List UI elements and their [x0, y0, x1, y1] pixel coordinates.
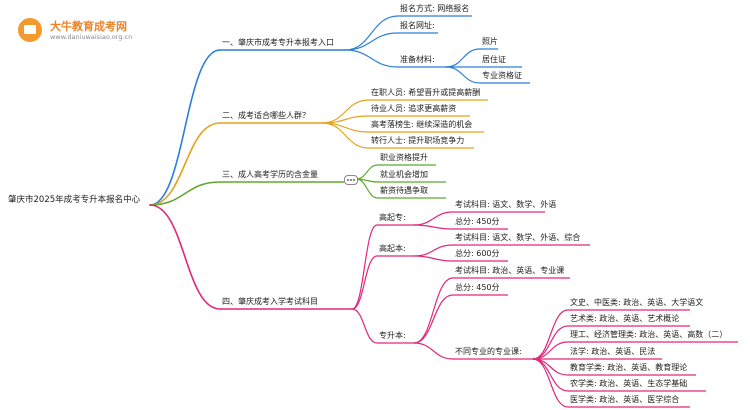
major-law: 法学: 政治、英语、民法 — [570, 347, 656, 356]
zhuanshengben-label: 专升本: — [379, 331, 406, 340]
zhuanshengben-subjects: 考试科目: 政治、英语、专业课 — [455, 266, 565, 275]
connector-44 — [413, 244, 454, 257]
major-arts-chinese-medicine: 文史、中医类: 政治、英语、大学语文 — [570, 298, 704, 307]
connector-0 — [149, 49, 221, 206]
major-agriculture: 农学类: 政治、英语、生态学基础 — [570, 379, 688, 388]
connector-12 — [344, 49, 399, 68]
connector-10 — [344, 32, 399, 51]
connector-38 — [351, 308, 378, 344]
root-topic: 肇庆市2025年成考专升本报名中心 — [8, 195, 141, 205]
connector-48 — [413, 277, 454, 344]
branch-2-item-4: 转行人士: 提升职场竞争力 — [371, 136, 465, 145]
connector-14 — [445, 48, 481, 68]
connector-46 — [413, 255, 454, 262]
collapse-dots-icon — [344, 175, 358, 185]
connector-52 — [413, 342, 454, 360]
branch-3-item-2: 就业机会增加 — [380, 170, 428, 179]
gaoqizhuan-label: 高起专: — [379, 213, 406, 222]
branch-3-label: 三、成人高考学历的含金量 — [222, 170, 318, 179]
connector-18 — [445, 66, 481, 84]
connector-26 — [321, 122, 370, 149]
material-photo: 照片 — [482, 37, 498, 46]
major-education: 教育学类: 政治、英语、教育理论 — [570, 363, 688, 372]
branch-2-item-1: 在职人员: 希望晋升或提高薪酬 — [371, 88, 481, 97]
logo-url: www.daniuwaisiao.org.cn — [50, 33, 133, 41]
branch-4-label: 四、肇庆成考入学考试科目 — [222, 297, 318, 306]
branch-2-label: 二、成考适合哪些人群？ — [222, 111, 310, 120]
connector-40 — [413, 211, 454, 226]
branch-1-item-3: 准备材料: — [400, 55, 435, 64]
connector-34 — [351, 224, 378, 310]
book-icon — [24, 25, 36, 34]
material-residence-permit: 居住证 — [482, 55, 506, 64]
connector-4 — [149, 181, 221, 206]
material-qualification-cert: 专业资格证 — [482, 71, 522, 80]
branch-1-item-1: 报名方式: 网络报名 — [400, 4, 470, 13]
site-logo: 大牛教育成考网 www.daniuwaisiao.org.cn — [12, 14, 192, 48]
zhuanshengben-total: 总分: 450分 — [455, 283, 500, 292]
major-art: 艺术类: 政治、英语、艺术概论 — [570, 314, 680, 323]
branch-2-item-3: 高考落榜生: 继续深造的机会 — [371, 120, 473, 129]
connector-54 — [532, 309, 569, 360]
gaoqiben-label: 高起本: — [379, 244, 406, 253]
connector-58 — [532, 341, 569, 360]
branch-2-item-2: 待业人员: 追求更高薪资 — [371, 104, 457, 113]
connector-28 — [355, 164, 379, 180]
connector-36 — [351, 255, 378, 310]
major-courses-label: 不同专业的专业课: — [455, 347, 522, 356]
branch-1-item-2: 报名网址: — [400, 21, 435, 30]
gaoqizhuan-total: 总分: 450分 — [455, 217, 500, 226]
gaoqiben-subjects: 考试科目: 语文、数学、外语、综合 — [455, 233, 581, 242]
major-science-econ: 理工、经济管理类: 政治、英语、高数（二） — [570, 330, 728, 339]
connector-2 — [149, 122, 221, 206]
connector-32 — [355, 178, 379, 199]
connector-66 — [532, 358, 569, 408]
connector-6 — [149, 204, 221, 310]
gaoqizhuan-subjects: 考试科目: 语文、数学、外语 — [455, 200, 557, 209]
branch-3-item-3: 薪资待遇争取 — [380, 186, 428, 195]
logo-title: 大牛教育成考网 — [50, 20, 127, 33]
connector-50 — [413, 294, 454, 344]
branch-1-label: 一、肇庆市成考专升本报考入口 — [222, 38, 334, 47]
major-medicine: 医学类: 政治、英语、医学综合 — [570, 395, 680, 404]
connector-42 — [413, 224, 454, 230]
branch-3-item-1: 职业资格提升 — [380, 153, 428, 162]
gaoqiben-total: 总分: 600分 — [455, 249, 500, 258]
